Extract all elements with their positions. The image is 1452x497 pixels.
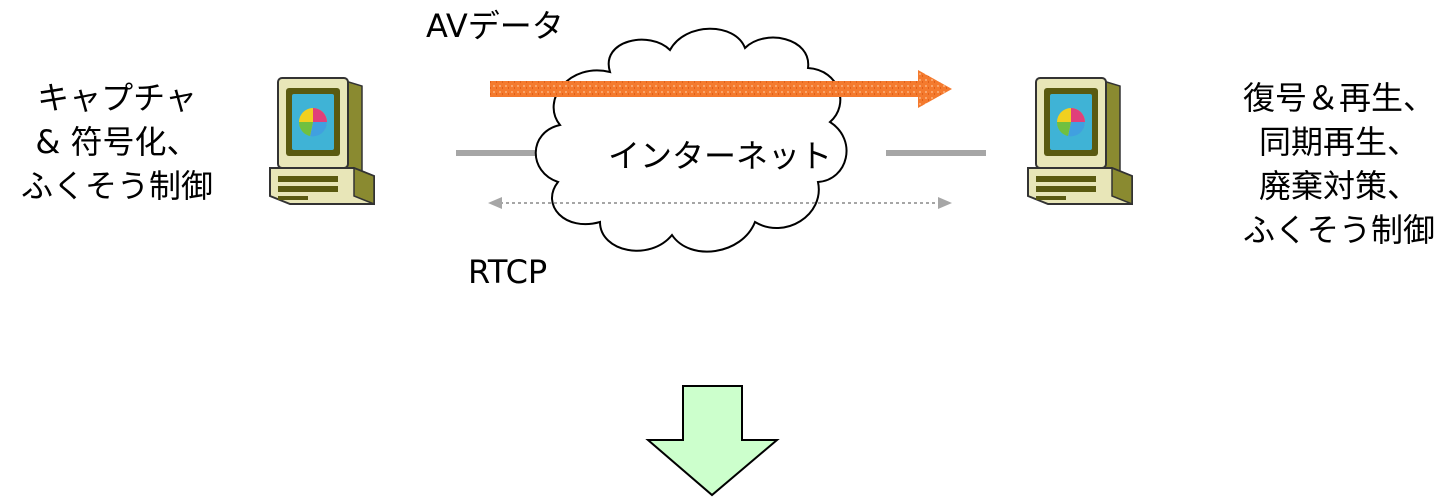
sender-description: キャプチャ & 符号化、 ふくそう制御 xyxy=(14,78,220,206)
rtcp-arrow xyxy=(488,197,952,209)
receiver-line-3: 廃棄対策、 xyxy=(1258,167,1419,205)
internet-label: インターネット xyxy=(608,137,833,175)
receiver-line-2: 同期再生、 xyxy=(1258,123,1419,161)
sender-line-1: キャプチャ xyxy=(37,79,197,117)
down-arrow-icon xyxy=(645,385,780,497)
receiver-computer-icon xyxy=(1027,77,1133,206)
rtcp-label: RTCP xyxy=(468,253,548,291)
av-data-arrow xyxy=(490,70,952,108)
sender-line-2: & 符号化、 xyxy=(35,123,199,161)
av-data-label: AVデータ xyxy=(426,7,564,45)
receiver-line-1: 復号＆再生、 xyxy=(1242,79,1435,117)
sender-line-3: ふくそう制御 xyxy=(20,167,213,205)
receiver-description: 復号＆再生、 同期再生、 廃棄対策、 ふくそう制御 xyxy=(1228,78,1450,250)
sender-computer-icon xyxy=(269,77,375,206)
receiver-line-4: ふくそう制御 xyxy=(1242,211,1435,249)
